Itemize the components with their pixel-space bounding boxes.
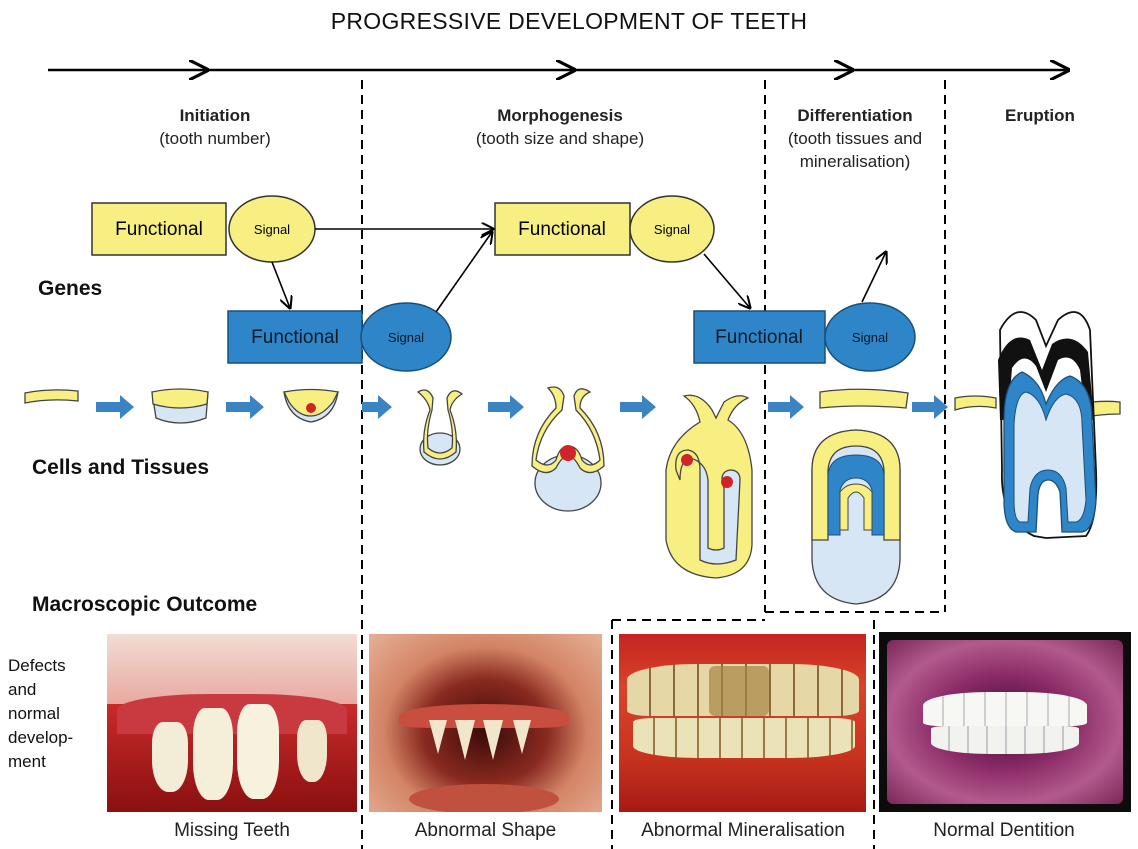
stage-detail: (tooth number) xyxy=(159,129,271,148)
stage-differentiation: Differentiation (tooth tissues and miner… xyxy=(758,104,952,173)
row-label-genes: Genes xyxy=(38,277,102,301)
stage-morphogenesis: Morphogenesis (tooth size and shape) xyxy=(440,104,680,150)
epithelium-band-icon xyxy=(25,390,78,403)
signal-label: Signal xyxy=(388,330,424,345)
gene-box-functional-yellow-1: Functional xyxy=(92,203,226,255)
tooth-shape xyxy=(429,720,447,754)
functional-label: Functional xyxy=(115,219,203,240)
gene-box-functional-blue-2: Functional xyxy=(694,311,825,363)
tooth-shape xyxy=(483,720,503,760)
functional-label: Functional xyxy=(518,219,606,240)
tooth-shape xyxy=(193,708,233,800)
functional-label: Functional xyxy=(715,327,803,348)
row-label-cells: Cells and Tissues xyxy=(32,456,209,480)
bud-late-stage-icon xyxy=(418,390,462,465)
defects-line: ment xyxy=(8,750,73,774)
tooth-shape xyxy=(152,722,188,792)
stage-name: Morphogenesis xyxy=(440,104,680,127)
differentiation-stage-icon xyxy=(812,389,908,604)
thickening-stage-icon xyxy=(152,389,208,423)
gene-signal-blue-2: Signal xyxy=(825,303,915,371)
signal-label: Signal xyxy=(852,330,888,345)
stage-name: Initiation xyxy=(130,104,300,127)
row-label-defects: Defects and normal develop- ment xyxy=(8,654,73,774)
signal-label: Signal xyxy=(254,222,290,237)
lower-teeth-shape xyxy=(633,718,855,758)
caption-missing-teeth: Missing Teeth xyxy=(107,820,357,842)
caption-abnormal-shape: Abnormal Shape xyxy=(369,820,602,842)
gene-signal-blue-1: Signal xyxy=(361,303,451,371)
lower-teeth-shape xyxy=(931,726,1079,754)
bell-stage-icon xyxy=(666,395,752,578)
bud-stage-icon xyxy=(284,390,338,423)
stage-detail: (tooth size and shape) xyxy=(476,129,644,148)
stage-initiation: Initiation (tooth number) xyxy=(130,104,300,150)
stage-eruption: Eruption xyxy=(985,104,1095,127)
stage-name: Differentiation xyxy=(758,104,952,127)
photo-missing-teeth xyxy=(107,634,357,812)
photo-normal-dentition xyxy=(879,632,1131,812)
gene-box-functional-yellow-2: Functional xyxy=(495,203,630,255)
row-label-macro: Macroscopic Outcome xyxy=(32,593,257,617)
tooth-shape xyxy=(455,720,475,760)
photo-abnormal-shape xyxy=(369,634,602,812)
upper-teeth-shape xyxy=(923,692,1087,726)
gene-box-functional-blue-1: Functional xyxy=(228,311,362,363)
functional-label: Functional xyxy=(251,327,339,348)
stage-name: Eruption xyxy=(985,104,1095,127)
gene-signal-yellow-1: Signal xyxy=(229,196,315,262)
lip-shape xyxy=(409,784,559,812)
erupted-tooth-icon xyxy=(955,312,1120,538)
tooth-shape xyxy=(513,720,531,754)
photo-abnormal-mineralisation xyxy=(619,634,866,812)
stage-detail-line2: mineralisation) xyxy=(758,150,952,173)
gene-signal-yellow-2: Signal xyxy=(630,196,714,262)
tooth-shape xyxy=(297,720,327,782)
caption-normal-dentition: Normal Dentition xyxy=(874,820,1134,842)
tooth-shape xyxy=(237,704,279,799)
signal-label: Signal xyxy=(654,222,690,237)
stain-shape xyxy=(709,666,769,716)
defects-line: and xyxy=(8,678,73,702)
stage-detail-line1: (tooth tissues and xyxy=(758,127,952,150)
cap-stage-icon xyxy=(532,387,604,511)
defects-line: develop- xyxy=(8,726,73,750)
defects-line: normal xyxy=(8,702,73,726)
defects-line: Defects xyxy=(8,654,73,678)
caption-abnormal-mineralisation: Abnormal Mineralisation xyxy=(612,820,874,842)
